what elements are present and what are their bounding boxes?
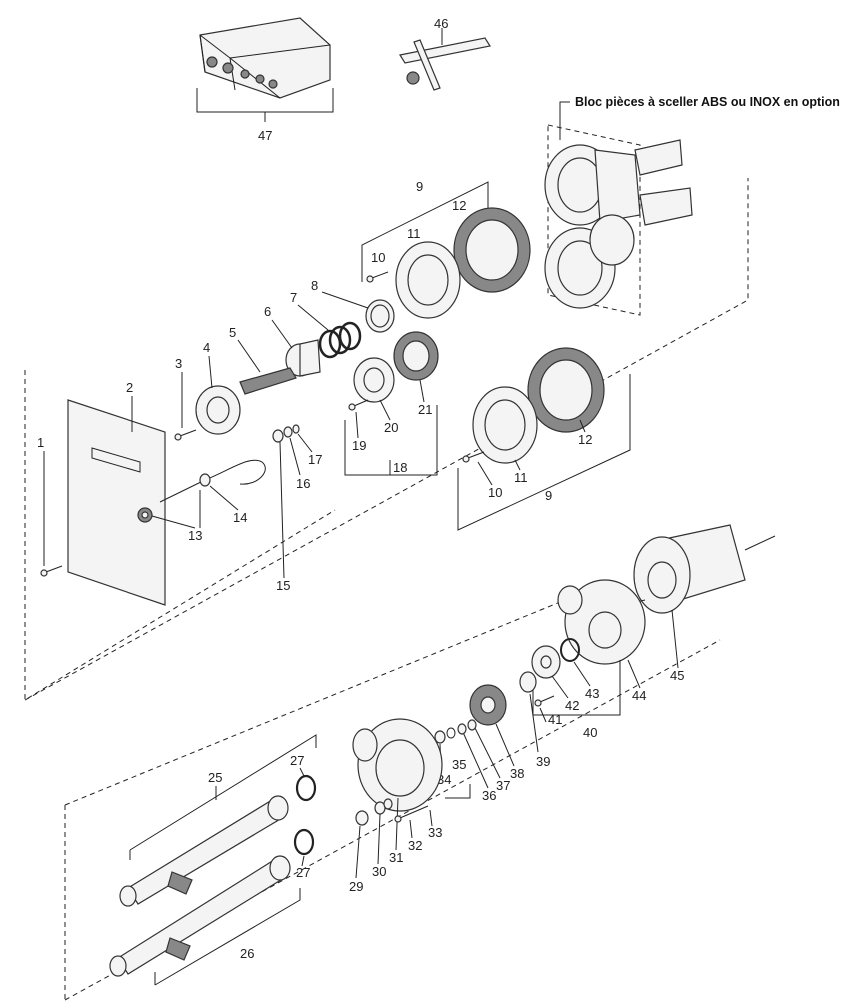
screw-1 [40,565,63,577]
flange-20 [353,357,395,403]
callout-21: 21 [418,402,432,417]
air-hose-14 [159,459,266,503]
flange-42 [531,645,561,679]
callout-10-lower: 10 [488,485,502,500]
discharge-pipe-26 [109,855,291,977]
callout-11-lower: 11 [514,470,528,485]
callout-3: 3 [175,356,182,371]
callout-30: 30 [372,864,386,879]
suction-pipe-25 [119,795,289,907]
callout-38: 38 [510,766,524,781]
motor-45 [619,524,776,614]
callout-14: 14 [233,510,247,525]
callout-17: 17 [308,452,322,467]
o-rings-7 [318,321,362,359]
parts-29-30 [355,798,393,826]
callout-27-upper: 27 [290,753,304,768]
ring-8 [365,299,395,333]
bracket-40 [532,660,621,716]
front-panel-2 [67,399,166,606]
screw-10-lower [462,451,485,463]
callout-10-upper: 10 [371,250,385,265]
deflector-5 [239,367,297,395]
callout-11-upper: 11 [407,226,421,241]
callout-16: 16 [296,476,310,491]
flange-4 [195,385,241,435]
callout-26: 26 [240,946,254,961]
screw-3 [174,429,197,441]
seal-39 [519,671,537,693]
callout-25: 25 [208,770,222,785]
callout-18: 18 [393,460,407,475]
ring-27-upper [295,774,317,802]
flange-ring-12-upper [453,207,531,293]
ring-27-lower [293,828,315,856]
callout-37: 37 [496,778,510,793]
callout-39: 39 [536,754,550,769]
callout-47: 47 [258,128,272,143]
callout-40: 40 [583,725,597,740]
callout-12-upper: 12 [452,198,466,213]
gasket-11-lower [472,386,538,464]
callout-9-lower: 9 [545,488,552,503]
callout-44: 44 [632,688,646,703]
callout-4: 4 [203,340,210,355]
title-leader [559,101,570,140]
nozzle-6 [285,339,321,377]
option-block-title: Bloc pièces à sceller ABS ou INOX en opt… [575,95,840,109]
front-panel-boundary [24,370,336,701]
callout-46: 46 [434,16,448,31]
gasket-11-upper [395,241,461,319]
screw-41 [534,695,555,707]
callout-29: 29 [349,879,363,894]
sealing-block-parts [544,139,693,309]
small-parts-34-36 [434,719,477,744]
callout-6: 6 [264,304,271,319]
screw-19 [348,399,369,411]
bracket-9-upper [361,181,489,282]
callout-27-lower: 27 [296,865,310,880]
callout-45: 45 [670,668,684,683]
callout-8: 8 [311,278,318,293]
junction-box-47 [196,17,334,122]
callout-2: 2 [126,380,133,395]
callout-7: 7 [290,290,297,305]
callout-5: 5 [229,325,236,340]
callout-36: 36 [482,788,496,803]
callout-13: 13 [188,528,202,543]
callout-1: 1 [37,435,44,450]
callout-35: 35 [452,757,466,772]
callout-42: 42 [565,698,579,713]
bracket-18 [344,405,438,476]
pump-body-44 [557,579,646,665]
ring-21 [393,331,439,381]
callout-33: 33 [428,825,442,840]
callout-12-lower: 12 [578,432,592,447]
callout-32: 32 [408,838,422,853]
screw-10-upper [366,271,389,283]
callout-9-upper: 9 [416,179,423,194]
impeller-38 [469,684,507,726]
bracket-25 [129,734,317,860]
callout-41: 41 [548,712,562,727]
wrench-46 [399,28,491,91]
bracket-26 [154,888,301,986]
lower-assembly-boundary [64,599,721,1001]
pump-volute-31 [352,718,443,812]
callout-15: 15 [276,578,290,593]
screw-32-33 [394,805,429,823]
callout-19: 19 [352,438,366,453]
o-ring-43 [560,638,580,662]
sealing-block-boundary [547,124,641,316]
callout-20: 20 [384,420,398,435]
callout-43: 43 [585,686,599,701]
air-connector-15 [272,424,300,443]
callout-31: 31 [389,850,403,865]
flange-ring-12-lower [527,347,605,433]
bracket-9-lower [457,374,631,531]
